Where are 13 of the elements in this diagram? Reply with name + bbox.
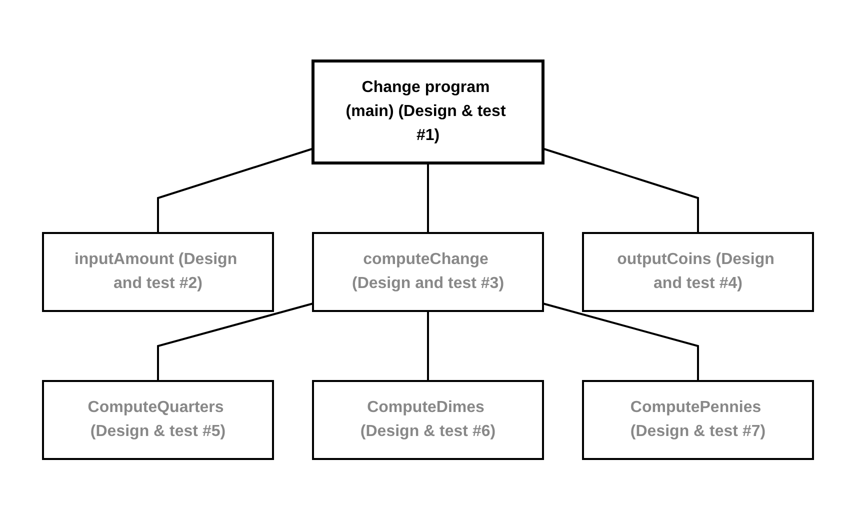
- node-box: outputCoins (Design and test #4): [582, 232, 814, 312]
- connector: [157, 302, 314, 381]
- node-box: computeChange (Design and test #3): [312, 232, 544, 312]
- node-box: ComputeQuarters (Design & test #5): [42, 380, 274, 460]
- connector: [427, 311, 429, 381]
- node-box: ComputeDimes (Design & test #6): [312, 380, 544, 460]
- node-box: Change program (main) (Design & test #1): [312, 60, 544, 164]
- node-box: inputAmount (Design and test #2): [42, 232, 274, 312]
- connector: [427, 163, 429, 233]
- connector: [157, 148, 314, 233]
- node-box: ComputePennies (Design & test #7): [582, 380, 814, 460]
- connector: [542, 148, 699, 233]
- connector: [542, 302, 699, 381]
